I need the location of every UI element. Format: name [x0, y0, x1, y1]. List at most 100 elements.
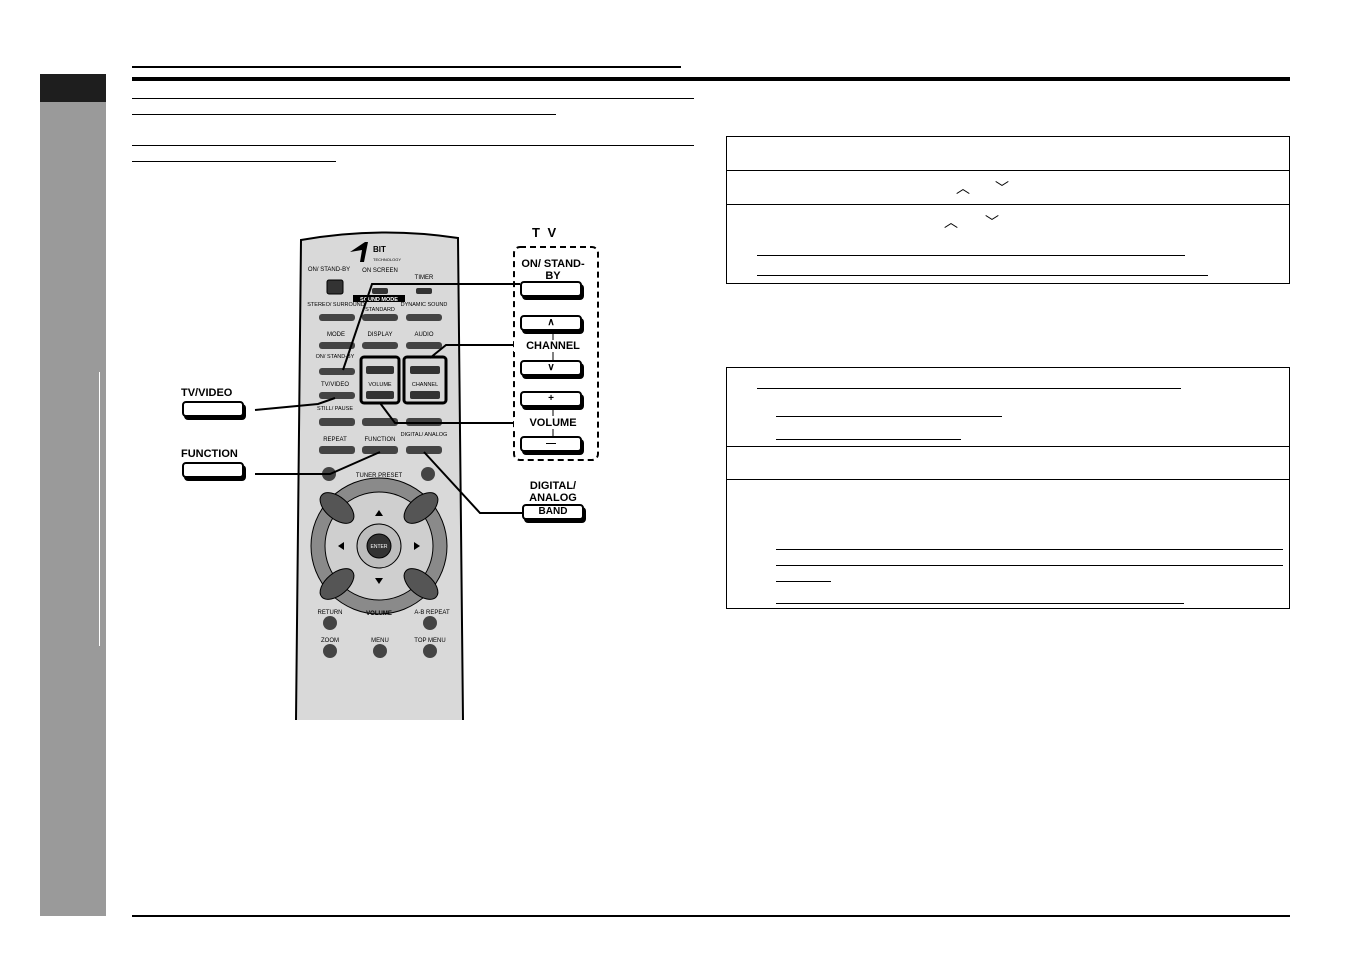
leader-on-standby	[342, 283, 520, 371]
text-line	[776, 565, 1283, 566]
band-key	[406, 446, 442, 454]
table-function-operations	[726, 367, 1290, 609]
channel-down-key	[410, 391, 440, 399]
stereo-surround-key	[319, 314, 355, 321]
text-line	[776, 416, 1002, 417]
key-label-ab-repeat: A-B REPEAT	[414, 610, 450, 616]
key-label-zoom: ZOOM	[321, 638, 339, 644]
key-label-digital-analog: DIGITAL/ ANALOG	[401, 432, 448, 438]
key-label-timer: TIMER	[415, 275, 434, 281]
sound-mode-label: SOUND MODE	[360, 297, 398, 303]
audio-key	[406, 342, 442, 349]
function-label: FUNCTION	[181, 448, 238, 460]
text-line	[132, 161, 336, 162]
volume-up-symbol: ︿	[944, 214, 958, 230]
tv-channel-down-button: ∨	[520, 360, 582, 376]
nav-down-arrow	[375, 578, 383, 584]
key-label-top-menu: TOP MENU	[414, 638, 445, 644]
tv-volume-label: VOLUME	[514, 417, 592, 429]
function-key	[362, 446, 398, 454]
mode-key	[319, 342, 355, 349]
timer-key	[416, 288, 432, 294]
key-label-audio: AUDIO	[414, 332, 433, 338]
top-menu-key	[423, 644, 437, 658]
key-label-repeat: REPEAT	[323, 437, 347, 443]
key-label-tv-on-standby: ON/ STAND-BY	[316, 354, 355, 360]
side-index-divider	[99, 372, 100, 646]
stop-key	[362, 418, 398, 426]
key-label-volume-ring: VOLUME	[366, 611, 392, 617]
key-label-still-pause: STILL/ PAUSE	[317, 406, 353, 412]
text-line	[757, 255, 1185, 256]
leader-volume	[379, 402, 520, 424]
text-line	[132, 98, 694, 99]
preset-up-key	[421, 467, 435, 481]
key-label-tv-video: TV/VIDEO	[321, 382, 349, 388]
volume-down-key	[366, 391, 394, 399]
repeat-key	[319, 446, 355, 454]
logo-text: BIT	[373, 245, 386, 254]
tv-volume-down-button: —	[520, 436, 582, 452]
channel-up-key	[410, 366, 440, 374]
key-label-display: DISPLAY	[368, 332, 393, 338]
tv-panel-title: T V	[532, 225, 559, 240]
standard-key	[362, 314, 398, 321]
text-line	[776, 439, 961, 440]
volume-plus-key	[403, 568, 439, 600]
key-label-volume: VOLUME	[368, 382, 392, 388]
return-key	[323, 616, 337, 630]
plus-icon: +	[548, 393, 554, 404]
text-line	[132, 145, 694, 146]
key-label-mode: MODE	[327, 332, 345, 338]
table-row-divider	[727, 170, 1289, 171]
table-row-divider	[727, 446, 1289, 447]
key-label-return: RETURN	[318, 610, 343, 616]
skip-forward-key	[403, 492, 439, 524]
key-label-tuner-preset: TUNER PRESET	[356, 473, 403, 479]
volume-down-symbol: ﹀	[985, 214, 999, 230]
leader-tv-video	[254, 397, 336, 411]
dynamic-sound-key	[406, 314, 442, 321]
channel-up-symbol: ︿	[956, 180, 970, 196]
tv-on-standby-key	[319, 368, 355, 375]
side-index-tab	[40, 74, 106, 102]
tv-video-button	[182, 401, 244, 417]
digital-analog-label: DIGITAL/ ANALOG	[529, 480, 577, 504]
leader-band	[423, 451, 523, 514]
table-row-divider	[727, 204, 1289, 205]
function-button	[182, 462, 244, 478]
zoom-key	[323, 644, 337, 658]
channel-key-frame	[402, 355, 448, 405]
volume-minus-key	[319, 568, 355, 600]
on-screen-key	[372, 288, 388, 294]
tv-volume-up-button: +	[520, 391, 582, 407]
leader-channel	[429, 344, 520, 359]
key-label-dynamic-sound: DYNAMIC SOUND	[401, 302, 448, 308]
band-button: BAND	[522, 504, 584, 520]
nav-up-arrow	[375, 510, 383, 516]
ab-repeat-key	[423, 616, 437, 630]
volume-up-key	[366, 366, 394, 374]
side-index-bar	[40, 74, 106, 916]
chevron-up-icon: ∧	[547, 317, 555, 328]
key-label-enter: ENTER	[371, 544, 388, 550]
nav-right-arrow	[414, 542, 420, 550]
skip-back-key	[319, 492, 355, 524]
tv-channel-label: CHANNEL	[514, 340, 592, 352]
leader-function	[255, 451, 381, 475]
table-tv-operations: ︿ ﹀ ︿ ﹀	[726, 136, 1290, 284]
key-label-stereo-surround: STEREO/ SURROUND	[307, 302, 364, 308]
logo-subtext: TECHNOLOGY	[373, 257, 401, 262]
1bit-logo-icon	[350, 242, 368, 262]
on-standby-key	[326, 279, 344, 295]
key-label-on-screen: ON SCREEN	[362, 268, 398, 274]
enter-key	[366, 533, 392, 559]
display-key	[362, 342, 398, 349]
text-line	[776, 549, 1283, 550]
minus-icon: —	[546, 438, 556, 449]
key-label-on-standby: ON/ STAND-BY	[308, 267, 350, 273]
text-line	[776, 603, 1184, 604]
sound-mode-band	[353, 295, 405, 302]
tv-on-standby-label: ON/ STAND-BY	[521, 258, 585, 282]
key-label-channel: CHANNEL	[412, 382, 438, 388]
